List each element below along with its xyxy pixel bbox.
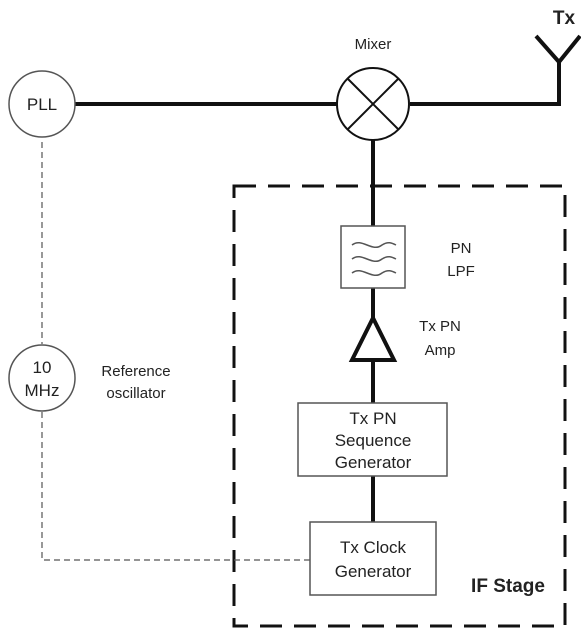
antenna-icon bbox=[534, 34, 581, 66]
amp-label-line2: Amp bbox=[425, 342, 456, 359]
ref-osc-label-line2: oscillator bbox=[106, 385, 165, 402]
pll-circle bbox=[8, 70, 76, 138]
ref-clock-dashed-line bbox=[41, 412, 310, 561]
ref-osc-label-line1: Reference bbox=[101, 363, 170, 380]
pn-lpf-label-line2: LPF bbox=[447, 263, 475, 280]
seq-gen-label-line3: Generator bbox=[335, 453, 412, 472]
pn-lpf-label-line1: PN bbox=[451, 240, 472, 257]
sequence-generator-box bbox=[297, 402, 448, 477]
if-stage-boundary bbox=[232, 184, 567, 628]
reference-oscillator-circle bbox=[8, 344, 76, 412]
ref-freq-line2: MHz bbox=[25, 381, 60, 400]
mixer-label: Mixer bbox=[355, 36, 392, 53]
amp-label-line1: Tx PN bbox=[419, 318, 461, 335]
clock-generator-box bbox=[309, 521, 437, 596]
clock-gen-label-line1: Tx Clock bbox=[340, 538, 407, 557]
clock-gen-label-line2: Generator bbox=[335, 562, 412, 581]
mixer-to-antenna-line bbox=[410, 60, 561, 106]
amplifier-icon bbox=[348, 313, 398, 362]
pll-label: PLL bbox=[27, 95, 57, 114]
seq-gen-label-line1: Tx PN bbox=[349, 409, 396, 428]
ref-freq-line1: 10 bbox=[33, 358, 52, 377]
lpf-filter-icon bbox=[340, 225, 406, 289]
mixer-symbol bbox=[336, 67, 410, 141]
seq-gen-label-line2: Sequence bbox=[335, 431, 412, 450]
if-stage-label: IF Stage bbox=[471, 576, 545, 597]
tx-label: Tx bbox=[553, 8, 576, 29]
